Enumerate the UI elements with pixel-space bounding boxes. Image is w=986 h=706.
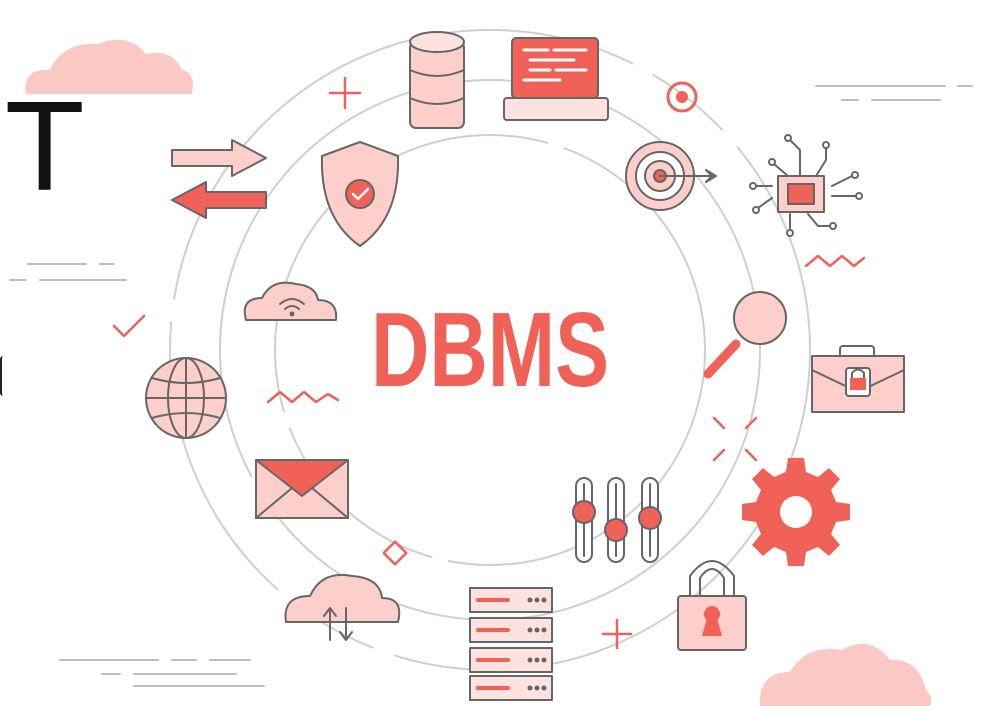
padlock-icon — [677, 560, 747, 651]
target-dot-icon — [666, 81, 698, 113]
briefcase-lock-icon — [811, 345, 905, 413]
gear-icon — [742, 458, 850, 566]
edge-letter: T — [8, 80, 82, 219]
shield-check-icon — [320, 141, 400, 247]
database-icon — [409, 31, 465, 129]
laptop-code-icon — [503, 37, 609, 121]
exchange-arrows-icon — [171, 139, 267, 219]
wifi-cloud-icon — [243, 281, 338, 321]
sparkle-decor — [112, 76, 866, 650]
globe-icon — [145, 357, 227, 439]
dbms-title: DBMS — [371, 291, 609, 409]
sync-cloud-icon — [284, 574, 401, 641]
chip-circuit-icon — [749, 134, 863, 237]
server-rack-icon — [469, 587, 553, 701]
cloud-top-left — [25, 39, 193, 94]
magnifier-icon — [703, 291, 787, 379]
decor-dashes — [9, 85, 973, 687]
orbit-rings — [169, 29, 811, 671]
sliders-icon — [572, 477, 662, 563]
dartboard-arrow-icon — [625, 141, 717, 211]
mail-envelope-icon — [255, 459, 349, 519]
edge-glyph-fragment — [0, 356, 6, 396]
cloud-bottom-right — [759, 643, 932, 706]
